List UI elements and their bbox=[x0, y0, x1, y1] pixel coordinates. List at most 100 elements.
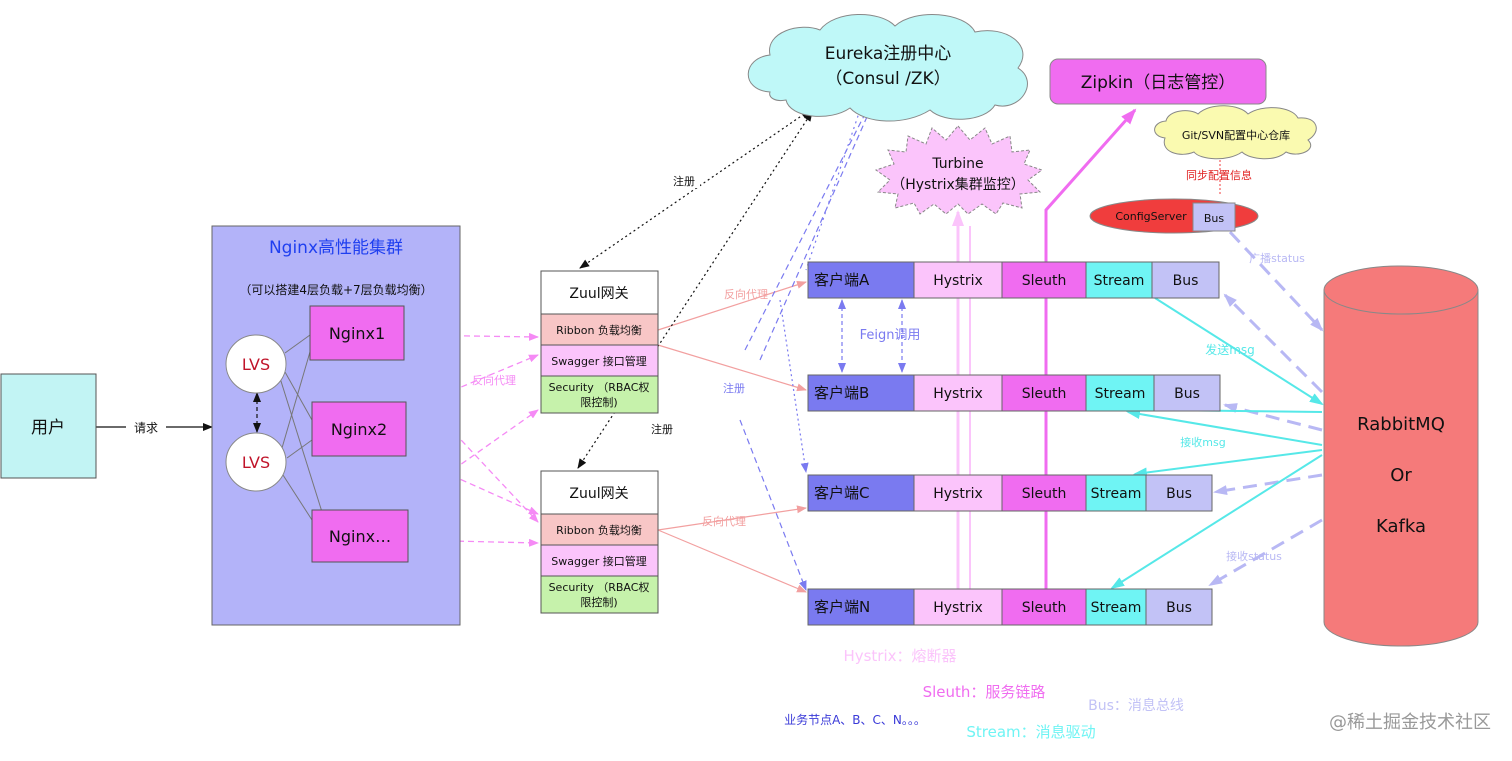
client-name-cell bbox=[807, 374, 915, 412]
mq-line1: RabbitMQ bbox=[1357, 414, 1445, 435]
client-sleuth-cell bbox=[1001, 474, 1087, 512]
nginx-node-1 bbox=[309, 305, 405, 361]
client-hystrix-cell bbox=[913, 261, 1003, 299]
client-hystrix-cell bbox=[913, 474, 1003, 512]
config-server-bus-label: Bus bbox=[1204, 212, 1225, 225]
receive-msg-label: 接收msg bbox=[1180, 435, 1225, 449]
zuul-ribbon-2: Ribbon 负载均衡 bbox=[556, 523, 642, 537]
client-stream-cell bbox=[1085, 261, 1153, 299]
feign-arrows bbox=[838, 299, 906, 373]
client-name-label: 客户端A bbox=[814, 271, 870, 289]
client-hystrix-label: Hystrix bbox=[933, 386, 983, 402]
lvs-label-2: LVS bbox=[242, 453, 270, 472]
register-label-2: 注册 bbox=[651, 422, 673, 436]
nginx-node-2 bbox=[311, 401, 407, 457]
client-row: 客户端B Hystrix Sleuth Stream Bus bbox=[807, 374, 1221, 412]
register-label-1: 注册 bbox=[673, 174, 695, 188]
client-hystrix-label: Hystrix bbox=[933, 273, 983, 289]
config-server-label: ConfigServer bbox=[1115, 210, 1187, 223]
client-bus-cell bbox=[1145, 474, 1213, 512]
legend-hystrix: Hystrix：熔断器 bbox=[843, 647, 956, 665]
client-register-links bbox=[739, 107, 871, 591]
client-sleuth-label: Sleuth bbox=[1022, 273, 1067, 289]
client-sleuth-cell bbox=[1001, 588, 1087, 626]
zuul-client-links bbox=[657, 280, 807, 593]
client-stream-label: Stream bbox=[1094, 273, 1145, 289]
client-bus-cell bbox=[1145, 588, 1213, 626]
broadcast-status-label: 广播status bbox=[1249, 251, 1305, 265]
client-name-label: 客户端B bbox=[814, 384, 869, 402]
nginx-node-2-label: Nginx2 bbox=[331, 420, 387, 439]
mq-bus-links bbox=[1208, 230, 1324, 587]
zuul-ribbon-1: Ribbon 负载均衡 bbox=[556, 323, 642, 337]
client-stream-cell bbox=[1085, 588, 1147, 626]
config-server-node: ConfigServer Bus bbox=[1089, 198, 1259, 234]
eureka-cloud: Eureka注册中心 （Consul /ZK） bbox=[747, 14, 1028, 122]
eureka-line1: Eureka注册中心 bbox=[825, 44, 952, 64]
zuul-gateway-1: Zuul网关 Ribbon 负载均衡 Swagger 接口管理 Security… bbox=[540, 270, 659, 414]
client-sleuth-cell bbox=[1001, 261, 1087, 299]
reverse-proxy-label-2: 反向代理 bbox=[702, 514, 746, 528]
zuul-gateway-2: Zuul网关 Ribbon 负载均衡 Swagger 接口管理 Security… bbox=[540, 470, 659, 614]
lvs-label-1: LVS bbox=[242, 355, 270, 374]
legend-nodes: 业务节点A、B、C、N。。。 bbox=[784, 712, 926, 727]
client-bus-cell bbox=[1153, 374, 1221, 412]
mq-line3: Kafka bbox=[1376, 516, 1426, 537]
client-stream-cell bbox=[1085, 374, 1155, 412]
client-name-cell bbox=[807, 588, 915, 626]
legend-sleuth: Sleuth：服务链路 bbox=[923, 683, 1046, 701]
client-row: 客户端C Hystrix Sleuth Stream Bus bbox=[807, 474, 1213, 512]
client-bus-cell bbox=[1151, 261, 1220, 299]
turbine-node: Turbine （Hystrix集群监控） bbox=[874, 125, 1044, 215]
client-stream-label: Stream bbox=[1095, 386, 1146, 402]
zipkin-label: Zipkin（日志管控） bbox=[1081, 73, 1236, 93]
turbine-line2: （Hystrix集群监控） bbox=[891, 176, 1025, 193]
legend-bus: Bus：消息总线 bbox=[1088, 697, 1184, 714]
client-row: 客户端A Hystrix Sleuth Stream Bus bbox=[807, 261, 1220, 299]
zuul-swagger-2: Swagger 接口管理 bbox=[551, 554, 646, 568]
lvs-node-1 bbox=[225, 334, 287, 394]
client-name-cell bbox=[807, 261, 915, 299]
send-msg-label: 发送msg bbox=[1205, 342, 1255, 357]
client-sleuth-cell bbox=[1001, 374, 1087, 412]
register-label-client: 注册 bbox=[723, 381, 745, 395]
zuul-title-2: Zuul网关 bbox=[569, 486, 628, 502]
zuul-security-1b: 限控制) bbox=[580, 395, 617, 409]
lvs-node-2 bbox=[225, 432, 287, 492]
client-bus-label: Bus bbox=[1166, 486, 1192, 502]
zuul-security-1a: Security （RBAC权 bbox=[549, 381, 650, 394]
git-repo-cloud: Git/SVN配置中心仓库 bbox=[1154, 105, 1317, 160]
client-bus-label: Bus bbox=[1174, 386, 1200, 402]
eureka-line2: （Consul /ZK） bbox=[825, 69, 950, 89]
nginx-cluster: Nginx高性能集群 （可以搭建4层负载+7层负载均衡） LVS LVS Ngi… bbox=[211, 225, 461, 626]
sync-config-label: 同步配置信息 bbox=[1186, 168, 1252, 182]
receive-status-label: 接收status bbox=[1226, 549, 1282, 563]
mq-stream-links bbox=[1110, 297, 1324, 590]
client-hystrix-label: Hystrix bbox=[933, 486, 983, 502]
client-bus-label: Bus bbox=[1173, 273, 1199, 289]
client-sleuth-label: Sleuth bbox=[1022, 600, 1067, 616]
client-name-label: 客户端C bbox=[814, 484, 869, 502]
mq-line2: Or bbox=[1390, 465, 1412, 486]
client-sleuth-label: Sleuth bbox=[1022, 386, 1067, 402]
nginx-node-1-label: Nginx1 bbox=[329, 324, 385, 343]
zuul-security-2a: Security （RBAC权 bbox=[549, 581, 650, 594]
client-sleuth-label: Sleuth bbox=[1022, 486, 1067, 502]
zuul-title-1: Zuul网关 bbox=[569, 286, 628, 302]
feign-label: Feign调用 bbox=[860, 328, 921, 343]
sleuth-zipkin-arrow bbox=[1044, 108, 1137, 590]
reverse-proxy-label-nginx: 反向代理 bbox=[472, 373, 516, 387]
nginx-cluster-subtitle: （可以搭建4层负载+7层负载均衡） bbox=[239, 283, 432, 297]
zuul-security-2b: 限控制) bbox=[580, 595, 617, 609]
watermark-text: @稀土掘金技术社区 bbox=[1329, 712, 1491, 733]
nginx-node-3 bbox=[311, 509, 409, 563]
user-label: 用户 bbox=[31, 418, 65, 438]
legend-stream: Stream：消息驱动 bbox=[966, 723, 1095, 741]
client-bus-label: Bus bbox=[1166, 600, 1192, 616]
client-name-label: 客户端N bbox=[814, 598, 870, 616]
client-stream-label: Stream bbox=[1091, 600, 1142, 616]
client-stream-label: Stream bbox=[1091, 486, 1142, 502]
